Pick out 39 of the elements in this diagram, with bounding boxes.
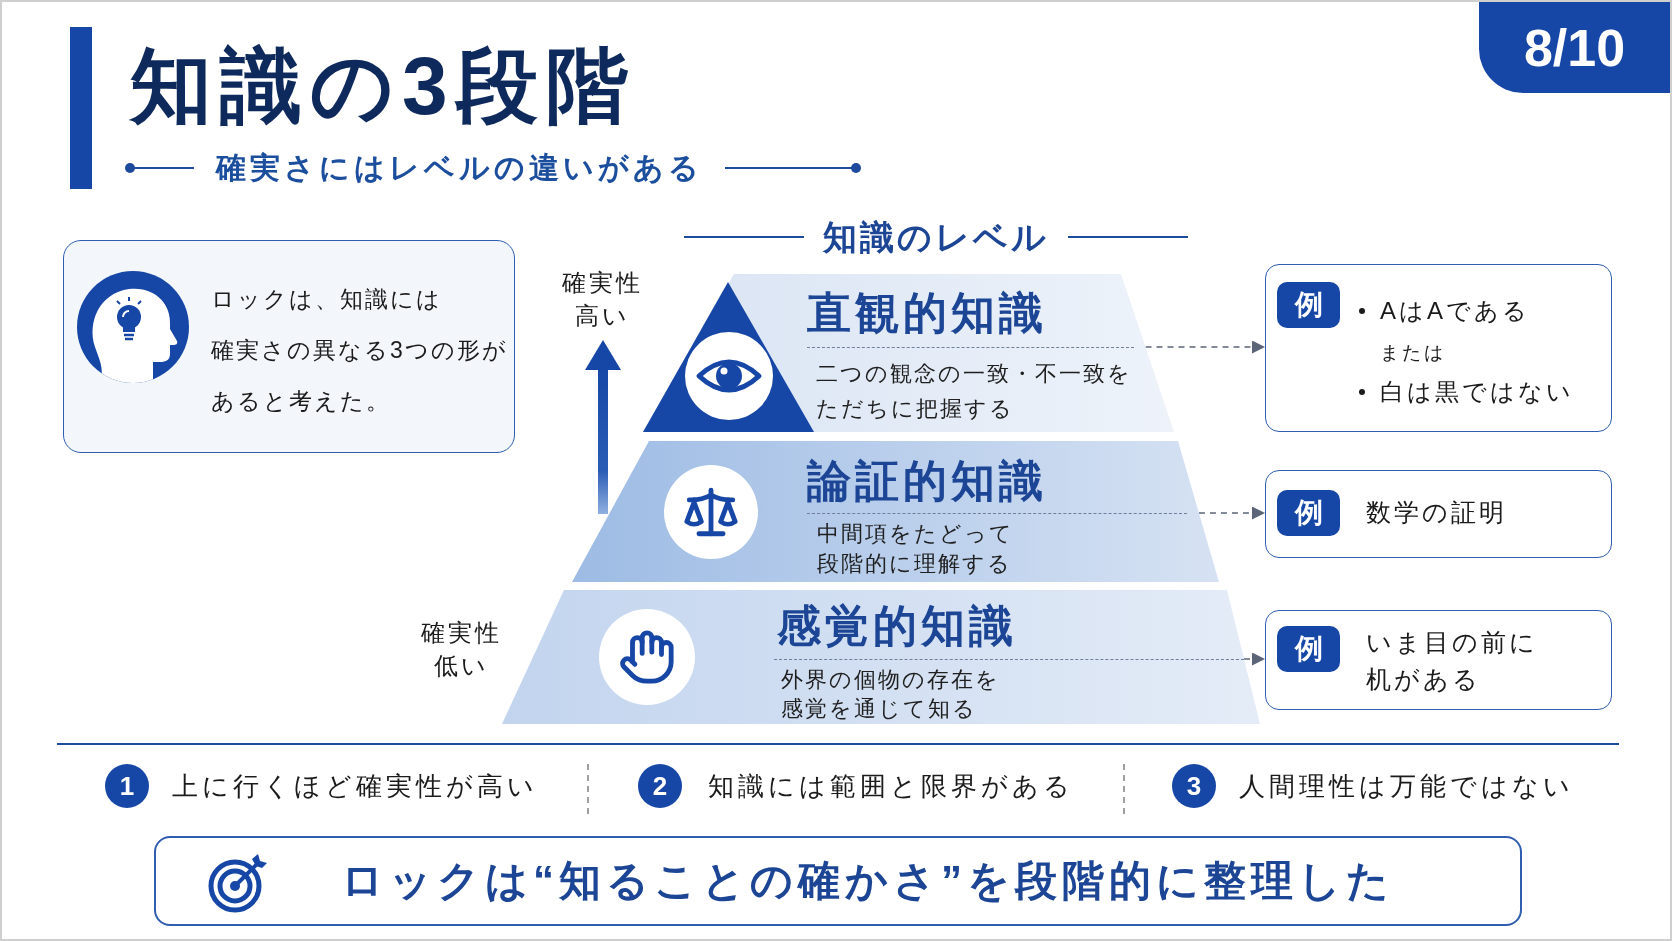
section-heading: 知識のレベル — [823, 217, 1049, 258]
point-text: 知識には範囲と限界がある — [708, 770, 1074, 803]
page-title: 知識の3段階 — [130, 44, 636, 128]
connector-arrow — [1198, 506, 1266, 520]
step-number: 2 — [638, 764, 682, 808]
certainty-label: 確実性低い — [419, 618, 503, 681]
example-tag: 例 — [1277, 490, 1340, 536]
example-card — [1265, 264, 1612, 432]
example-text: 数学の証明 — [1366, 497, 1507, 528]
step-number: 1 — [105, 764, 149, 808]
pyramid-tier — [572, 441, 1219, 582]
certainty-label: 確実性高い — [560, 268, 644, 331]
page-number-tab: 8/10 — [1479, 2, 1670, 93]
summary-banner — [154, 836, 1522, 926]
tier-description: 中間項をたどって段階的に理解する — [817, 520, 1015, 578]
intro-text: ロックは、知識には確実さの異なる3つの形があると考えた。 — [211, 285, 509, 416]
connector-arrow — [1144, 340, 1266, 354]
tier-description: 二つの観念の一致・不一致をただちに把握する — [816, 360, 1133, 423]
pyramid-tier — [643, 274, 1174, 432]
connector-arrow — [1243, 652, 1266, 666]
example-text: 白は黒ではない — [1380, 377, 1574, 407]
tier-heading: 感覚的知識 — [777, 600, 1017, 652]
tier-heading: 直観的知識 — [807, 287, 1047, 339]
pyramid-tier — [502, 590, 1260, 724]
tier-heading: 論証的知識 — [807, 455, 1047, 507]
point-text: 人間理性は万能ではない — [1239, 770, 1574, 803]
example-text: または — [1380, 341, 1446, 365]
intro-card — [63, 240, 515, 453]
tier-description: 外界の個物の存在を感覚を通じて知る — [781, 666, 1001, 723]
example-card — [1265, 610, 1612, 710]
summary-text: ロックは“知ることの確かさ”を段階的に整理した — [341, 856, 1394, 906]
example-text: いま目の前に机がある — [1366, 627, 1539, 695]
point-text: 上に行くほど確実性が高い — [172, 770, 538, 803]
example-tag: 例 — [1277, 282, 1340, 328]
example-text: AはAである — [1380, 296, 1530, 326]
step-number: 3 — [1172, 764, 1216, 808]
example-tag: 例 — [1277, 626, 1340, 672]
subtitle: 確実さにはレベルの違いがある — [216, 150, 703, 186]
example-card — [1265, 470, 1612, 558]
